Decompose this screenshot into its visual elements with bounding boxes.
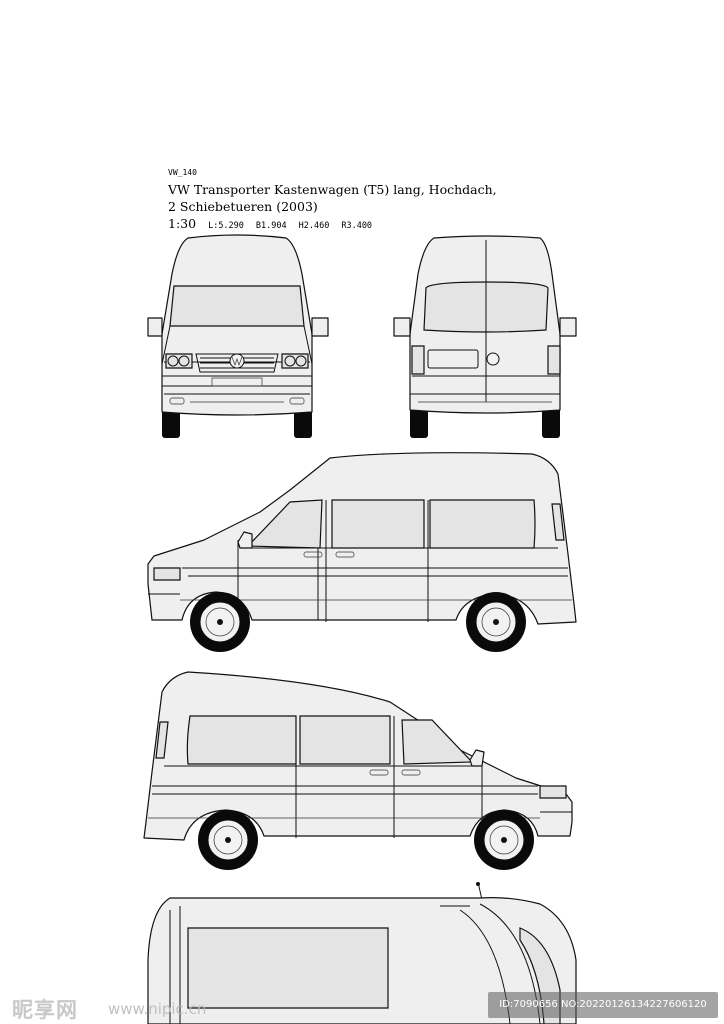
watermark-id: ID:7090656 NO:20220126134227606120 <box>488 992 718 1018</box>
left-side-view <box>147 452 577 652</box>
width-label: B1.904 <box>255 221 287 231</box>
drawing-header: VW_140 VW Transporter Kastenwagen (T5) l… <box>168 168 497 231</box>
wheelbase-label: R3.400 <box>341 221 373 231</box>
watermark-url: www.nipic.cn <box>108 1000 207 1018</box>
right-side-view <box>143 671 573 870</box>
watermark-brand: 昵享网 <box>12 998 78 1022</box>
height-label: H2.460 <box>298 221 330 231</box>
drawing-title-line-1: VW Transporter Kastenwagen (T5) lang, Ho… <box>168 182 497 197</box>
top-view <box>147 881 577 1024</box>
drawing-code: VW_140 <box>168 168 197 177</box>
length-label: L:5.290 <box>208 221 244 231</box>
scale-label: 1:30 <box>168 216 197 231</box>
dimension-row: 1:30 L:5.290 B1.904 H2.460 R3.400 <box>168 216 497 231</box>
drawing-title-line-2: 2 Schiebetueren (2003) <box>168 199 318 214</box>
rear-view <box>393 235 577 438</box>
watermark: 昵享网 www.nipic.cn ID:7090656 NO:202201261… <box>0 988 724 1024</box>
front-view <box>147 234 329 438</box>
